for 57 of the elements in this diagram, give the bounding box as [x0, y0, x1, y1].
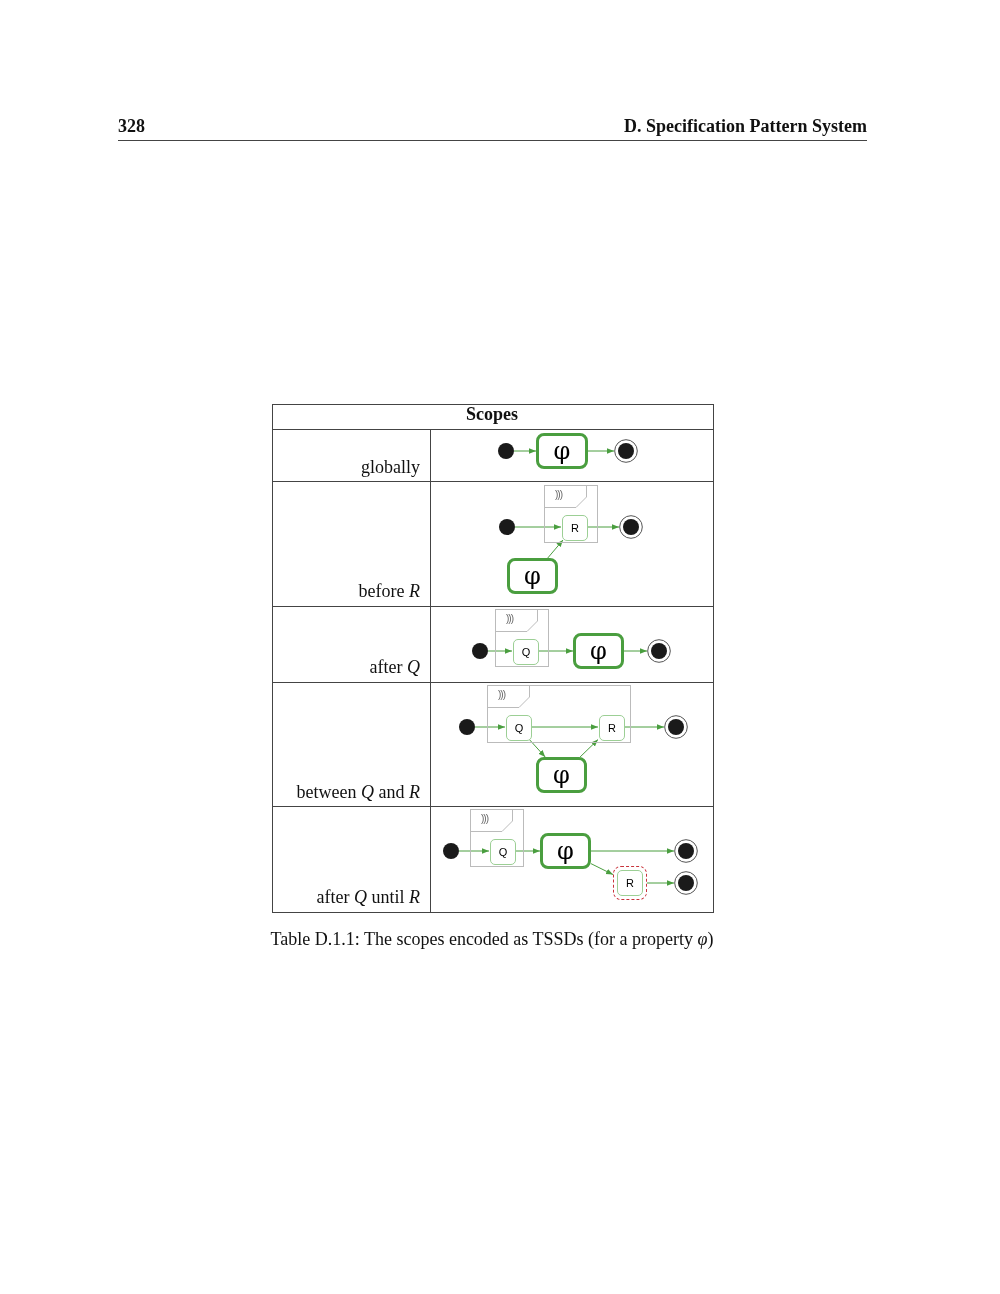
arrow	[537, 648, 574, 654]
arrow	[529, 739, 546, 758]
arrow	[474, 724, 506, 730]
initial-state-dot	[499, 519, 515, 535]
state-box: φ	[540, 833, 591, 869]
row-label: after Q until R	[316, 887, 420, 908]
state-box: Q	[490, 839, 516, 865]
initial-state-dot	[443, 843, 459, 859]
final-state-icon	[664, 715, 688, 739]
initial-state-dot	[459, 719, 475, 735]
arrow	[623, 648, 648, 654]
arrow	[487, 648, 513, 654]
final-state-icon	[619, 515, 643, 539]
state-box: φ	[536, 433, 588, 469]
state-box: φ	[507, 558, 558, 594]
row-label: before R	[358, 581, 420, 602]
arrow	[547, 539, 564, 559]
state-box: φ	[536, 757, 587, 793]
region-marker: )))	[555, 489, 562, 500]
initial-state-dot	[498, 443, 514, 459]
page-number: 328	[118, 116, 145, 137]
row-label: between Q and R	[296, 782, 420, 803]
table-caption: Table D.1.1: The scopes encoded as TSSDs (for a property φ)	[270, 929, 714, 950]
state-box: φ	[573, 633, 624, 669]
final-state-icon	[647, 639, 671, 663]
state-box: Q	[513, 639, 539, 665]
arrow	[458, 848, 490, 854]
row-label: after Q	[369, 657, 420, 678]
arrow	[514, 848, 541, 854]
arrow	[514, 524, 562, 530]
arrow	[646, 880, 675, 886]
initial-state-dot	[472, 643, 488, 659]
final-state-icon	[674, 871, 698, 895]
state-box: R	[562, 515, 588, 541]
region-marker: )))	[481, 813, 488, 824]
arrow	[623, 724, 665, 730]
arrow	[590, 863, 614, 876]
state-box: R	[599, 715, 625, 741]
arrow	[586, 524, 620, 530]
arrow	[513, 448, 537, 454]
row-label: globally	[361, 457, 420, 478]
region-frame	[544, 485, 598, 543]
state-box: Q	[506, 715, 532, 741]
state-box-label: R	[617, 870, 643, 896]
arrow	[587, 448, 615, 454]
region-frame	[487, 685, 631, 743]
column-header: Scopes	[466, 404, 518, 425]
arrow	[530, 724, 599, 730]
region-marker: )))	[506, 613, 513, 624]
region-frame	[470, 809, 524, 867]
final-state-icon	[614, 439, 638, 463]
region-frame	[495, 609, 549, 667]
arrow	[579, 739, 599, 758]
region-marker: )))	[498, 689, 505, 700]
arrow	[590, 848, 675, 854]
final-state-icon	[674, 839, 698, 863]
running-header: D. Specification Pattern System	[624, 116, 867, 137]
